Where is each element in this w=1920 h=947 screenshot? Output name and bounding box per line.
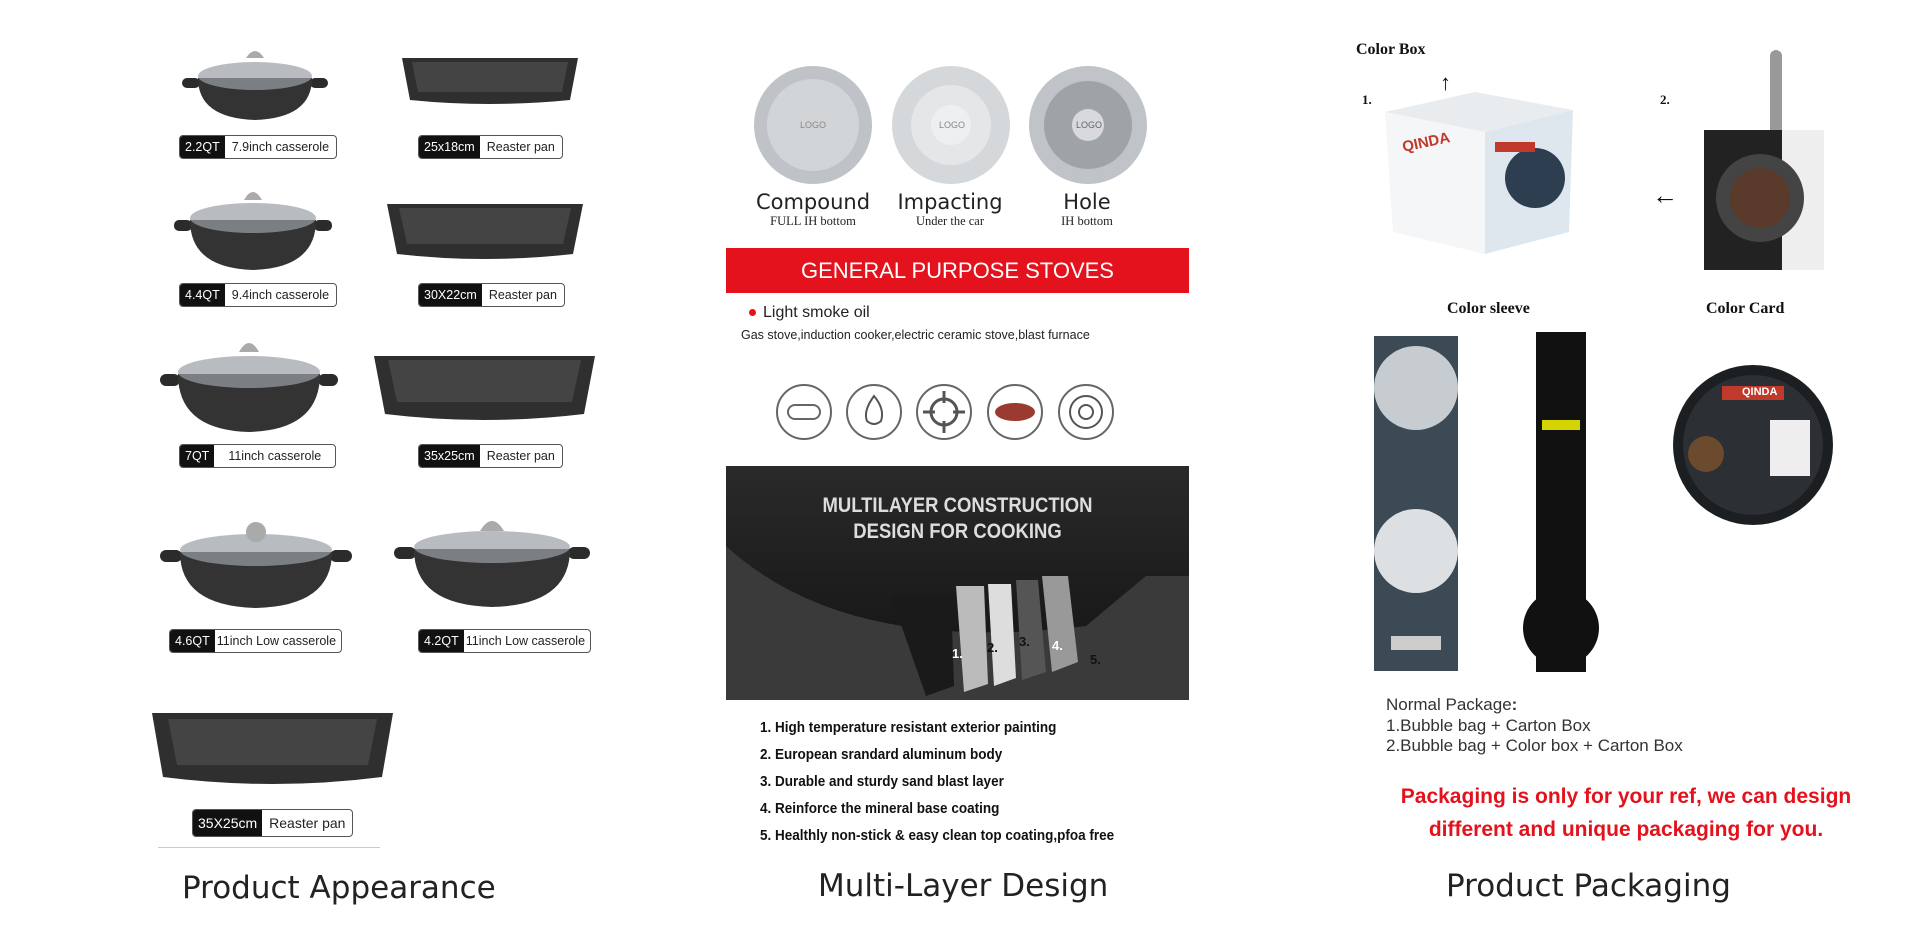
color-card-round-image [1673,365,1833,525]
package-number-1: 1. [1362,92,1372,107]
color-sleeve-label: Color sleeve [1447,300,1530,317]
bottom-label-impacting: Impacting Under the car [897,190,1003,228]
layer-number-1: 1. [952,646,963,661]
package-number-2: 2. [1660,92,1670,107]
layer-item: 5. Healthly non-stick & easy clean top c… [760,827,1115,844]
stoves-list: Gas stove,induction cooker,electric cera… [741,328,1090,342]
normal-package-title: Normal Package: [1386,695,1518,714]
disc-logo: LOGO [939,120,966,130]
color-sleeve-black-image [1523,332,1599,672]
light-smoke-label: Light smoke oil [763,304,870,321]
roaster-pan-25x18-image [402,58,578,104]
layer-number-3: 3. [1019,634,1030,649]
item-tag: 30X22cm Reaster pan [418,283,565,307]
color-card-brand: QINDA [1742,386,1778,398]
arrow-up-icon: ↑ [1440,70,1451,95]
color-box-label: Color Box [1356,41,1426,58]
layer-item: 3. Durable and sturdy sand blast layer [760,773,1004,790]
normal-package-option-1: 1.Bubble bag + Carton Box [1386,716,1591,735]
item-tag: 35X25cm Reaster pan [192,809,354,837]
impacting-bottom-disc-icon [892,66,1010,184]
bottom-label-compound: Compound FULL IH bottom [755,190,871,228]
casserole-7qt-image [160,343,338,432]
bullet-dot-icon [749,309,756,316]
disc-logo: LOGO [1076,120,1103,130]
roaster-pan-30x22-image [387,204,583,259]
layer-number-4: 4. [1052,638,1063,653]
casserole-2-2qt-image [182,51,328,120]
pan-in-color-card-image [1704,50,1824,270]
pan-cross-section [726,546,1189,700]
item-tag: 4.6QT 11inch Low casserole [169,629,343,653]
construction-title-2: DESIGN FOR COOKING [853,520,1062,543]
casserole-4-4qt-image [174,192,332,270]
appearance-caption: Product Appearance [182,870,496,906]
packaging-note-line-2: different and unique packaging for you. [1428,818,1824,841]
item-tag: 4.4QT 9.4inch casserole [179,283,338,307]
layer-item: 1. High temperature resistant exterior p… [760,719,1057,736]
normal-package-option-2: 2.Bubble bag + Color box + Carton Box [1386,736,1683,755]
disc-logo: LOGO [800,120,827,130]
appearance-divider [158,847,380,848]
color-card-label: Color Card [1706,300,1785,317]
ceramic-plate-icon [987,384,1043,440]
packaging-caption: Product Packaging [1446,868,1731,904]
color-box-image [1385,92,1573,254]
burner-grate-icon [916,384,972,440]
item-tag: 2.2QT 7.9inch casserole [179,135,338,159]
low-casserole-4-6qt-image [160,522,352,608]
bottom-label-hole: Hole IH bottom [1061,190,1113,228]
construction-graphic [726,466,1189,700]
roaster-pan-35x25-image [374,356,595,420]
gas-flame-icon [846,384,902,440]
low-casserole-4-2qt-image [394,521,590,607]
construction-title-1: MULTILAYER CONSTRUCTION [822,494,1093,517]
color-sleeve-grey-image [1374,336,1458,671]
layer-number-2: 2. [987,640,998,655]
electric-hob-icon [1058,384,1114,440]
packaging-note-line-1: Packaging is only for your ref, we can d… [1400,785,1852,808]
stoves-banner: GENERAL PURPOSE STOVES [726,248,1189,293]
compound-bottom-disc-icon [754,66,872,184]
hole-bottom-disc-icon [1029,66,1147,184]
induction-coil-icon [776,384,832,440]
multilayer-caption: Multi-Layer Design [818,868,1109,904]
layer-item: 2. European srandard aluminum body [760,746,1003,763]
layer-item: 4. Reinforce the mineral base coating [760,800,1000,817]
item-tag: 35x25cm Reaster pan [418,444,563,468]
item-tag: 7QT 11inch casserole [179,444,337,468]
arrow-left-icon: ← [1652,180,1678,210]
layer-number-5: 5. [1090,652,1101,667]
roaster-pan-35x25-large-image [152,713,393,784]
item-tag: 4.2QT 11inch Low casserole [418,629,592,653]
item-tag: 25x18cm Reaster pan [418,135,563,159]
